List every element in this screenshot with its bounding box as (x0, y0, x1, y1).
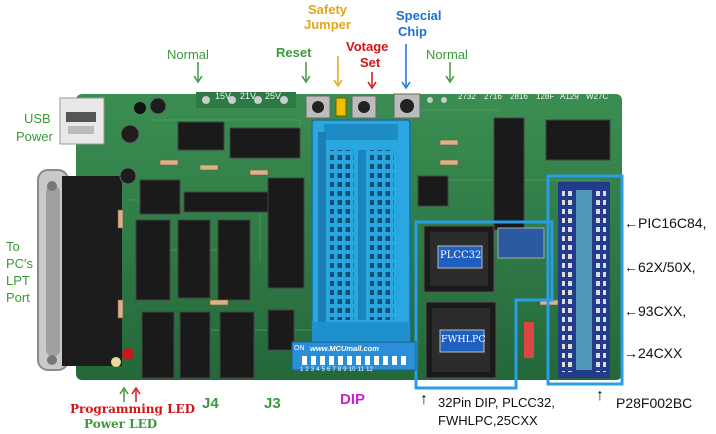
right-dip-socket (546, 174, 624, 386)
to-pc-label-4: Port (6, 290, 30, 305)
power-led-label: Power LED (84, 417, 158, 431)
normal-right-label: Normal (426, 47, 468, 62)
dip-label: DIP (340, 391, 366, 408)
p28f002bc-label: P28F002BC (616, 395, 693, 411)
annotation-arrow-blue (401, 44, 411, 90)
usb-power-label-1: USB (24, 111, 51, 126)
93cxx-label: ←93CXX, (624, 303, 687, 319)
usb-connector (59, 97, 105, 145)
dip-support-arrow: ↑ (420, 391, 428, 408)
dip-brand-silk: www.MCUmall.com (310, 344, 379, 353)
ic-chips-left (135, 121, 305, 379)
programming-led-label: Programming LED (70, 402, 196, 416)
voltage-21v-silk: 21V (240, 91, 257, 101)
votage-set-label-2: Set (360, 55, 381, 70)
safety-jumper-label-2: Jumper (304, 17, 351, 32)
chip-w27c-silk: W27C (586, 92, 609, 101)
safety-jumper-graphic (335, 97, 347, 117)
special-chip-label-1: Special (396, 8, 442, 23)
votage-set-label-1: Votage (346, 39, 389, 54)
pic16c84-label: ←PIC16C84, (624, 215, 707, 231)
voltage-set-button-graphic (351, 95, 377, 119)
dip-on-silk: ON (294, 345, 305, 352)
24cxx-label: →24CXX (624, 345, 683, 361)
normal-left-label: Normal (167, 47, 209, 62)
special-chip-label-2: Chip (398, 24, 427, 39)
annotation-arrow-orange (333, 56, 343, 88)
chip-128f-silk: 128F (536, 92, 555, 101)
reset-label: Reset (276, 45, 312, 60)
p28f002bc-arrow: ↑ (596, 387, 604, 404)
voltage-jumper-strip (196, 92, 296, 108)
usb-power-label-2: Power (16, 129, 53, 144)
chip-a129-silk: A129 (560, 92, 579, 101)
annotation-arrows-green (193, 62, 455, 84)
plcc32-chip-label: PLCC32 (440, 250, 482, 261)
to-pc-label-2: PC's (6, 256, 34, 271)
dip-support-label-2: FWHLPC,25CXX (438, 413, 538, 428)
dip-support-label-1: 32Pin DIP, PLCC32, (438, 395, 555, 410)
62x-50x-label: ←62X/50X, (624, 259, 696, 275)
chip-2816-silk: 2816 (510, 92, 528, 101)
to-pc-label-1: To (6, 239, 20, 254)
chip-2716-silk: 2716 (484, 92, 502, 101)
plcc-highlight (414, 220, 554, 390)
annotation-arrow-red (367, 72, 377, 90)
power-led-graphic (111, 357, 121, 367)
j4-label: J4 (202, 395, 219, 412)
reset-button-graphic (305, 95, 331, 119)
programming-led-graphic (122, 348, 134, 360)
lpt-connector (37, 169, 122, 371)
dip-numbers-silk: 1 2 3 4 5 6 7 8 9 10 11 12 (300, 367, 374, 373)
voltage-15v-silk: 15V (215, 91, 232, 101)
dip-switch-graphic (291, 341, 417, 371)
annotation-arrows-led (119, 386, 141, 402)
special-chip-button-graphic (393, 93, 421, 119)
to-pc-label-3: LPT (6, 273, 30, 288)
safety-jumper-label-1: Safety (308, 2, 348, 17)
chip-select-jumper-strip (427, 97, 447, 103)
fwhlpc-chip-label: FWHLPC (441, 334, 486, 345)
zif-socket (311, 119, 411, 343)
voltage-25v-silk: 25V (265, 91, 282, 101)
chip-2732-silk: 2732 (458, 92, 476, 101)
j3-label: J3 (264, 395, 281, 412)
